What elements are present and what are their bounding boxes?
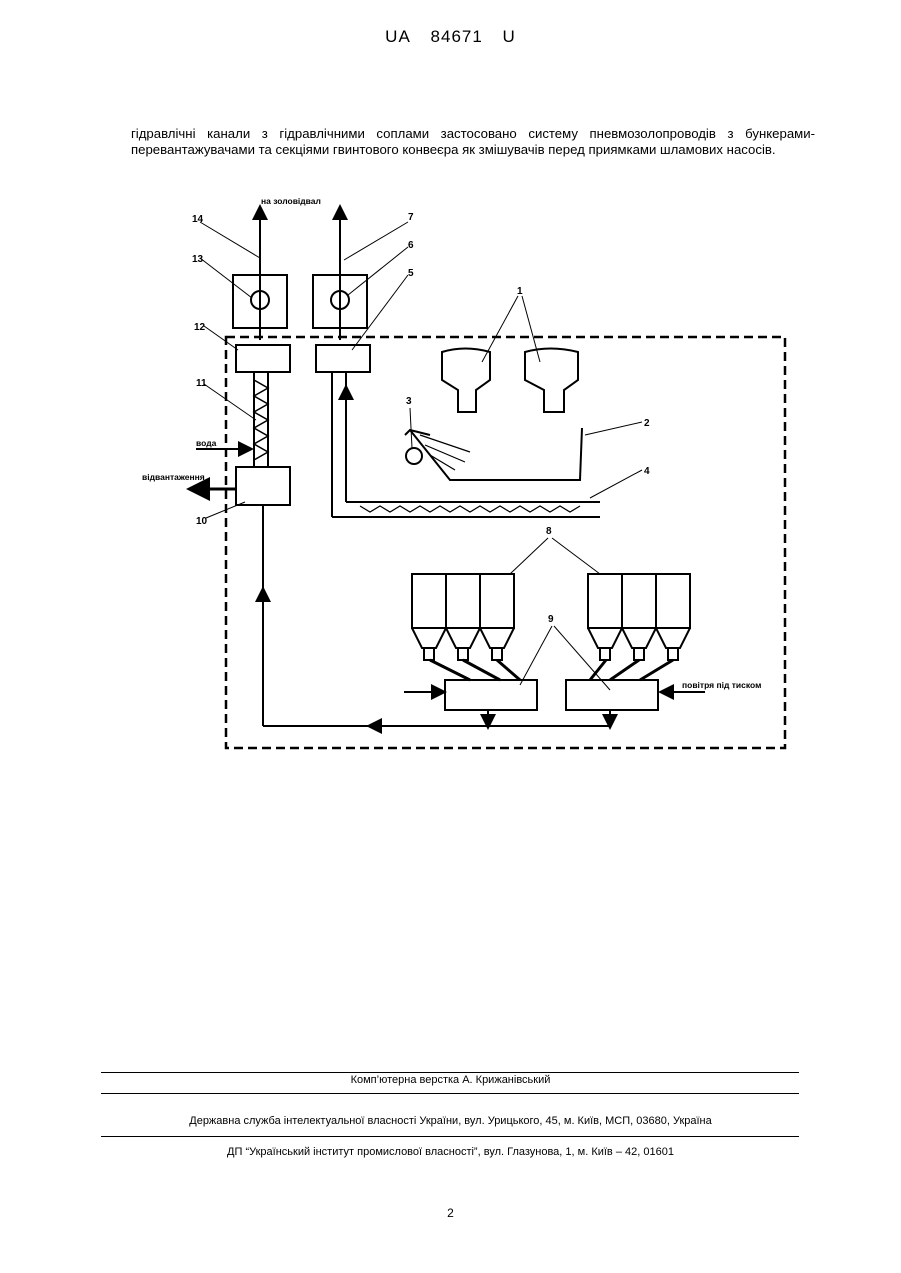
label-shipment: відвантаження [142,472,205,482]
header-number: 84671 [431,27,483,46]
footer-layout: Комп’ютерна верстка А. Крижанівський [0,1074,901,1086]
header-suffix: U [503,27,516,46]
mixer-9-left [445,680,537,710]
label-ash-dump: на золовідвал [261,196,321,206]
svg-text:14: 14 [192,214,204,225]
box-5 [316,345,370,372]
silo-group-left [412,574,537,710]
process-diagram: 141312 1110 765 123 489 на золовідвал во… [120,190,800,760]
label-compressed-air: повітря під тиском [682,680,761,690]
svg-text:2: 2 [644,418,650,429]
footer-rule-2 [101,1093,799,1094]
channel-2 [410,428,582,480]
footer-institute: ДП “Український інститут промислової вла… [0,1146,901,1158]
svg-text:4: 4 [644,466,650,477]
svg-text:6: 6 [408,240,414,251]
mixer-box-10 [236,467,290,505]
svg-text:10: 10 [196,516,208,527]
svg-text:5: 5 [408,268,414,279]
svg-text:12: 12 [194,322,206,333]
label-water: вода [196,438,217,448]
box-12 [236,345,290,372]
footer-rule-1 [101,1072,799,1073]
document-header: UA 84671 U [0,27,901,47]
hopper-1a [442,349,490,413]
body-paragraph: гідравлічні канали з гідравлічними сопла… [131,126,815,158]
screw-4 [360,506,580,512]
header-prefix: UA [385,27,411,46]
footer-agency: Державна служба інтелектуальної власност… [0,1115,901,1127]
svg-text:7: 7 [408,212,414,223]
svg-text:11: 11 [196,378,207,389]
svg-text:3: 3 [406,396,412,407]
mixer-9-right [566,680,658,710]
page-number: 2 [0,1206,901,1220]
screw-11 [254,380,268,460]
footer-rule-3 [101,1136,799,1137]
silo-group-right [566,574,690,710]
svg-text:8: 8 [546,526,552,537]
svg-text:13: 13 [192,254,204,265]
hopper-1b [525,349,578,413]
svg-text:1: 1 [517,286,523,297]
svg-text:9: 9 [548,614,554,625]
